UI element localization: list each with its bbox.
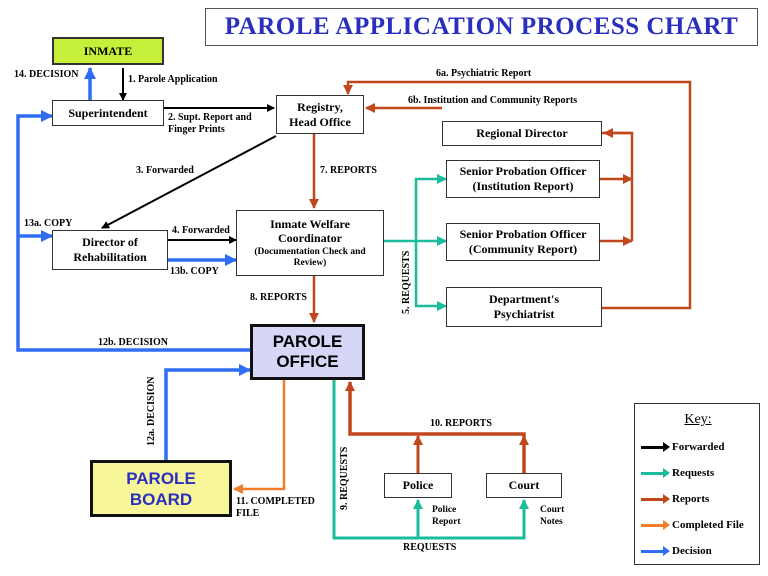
label-13a-copy: 13a. COPY (24, 218, 73, 229)
node-police: Police (384, 473, 452, 498)
label-requests-bottom: REQUESTS (403, 542, 457, 553)
chart-title: PAROLE APPLICATION PROCESS CHART (205, 8, 758, 46)
legend-title: Key: (684, 412, 712, 427)
legend-box: Key: Forwarded Requests Reports Complete… (634, 403, 760, 565)
iwc-title: Inmate Welfare Coordinator (270, 217, 350, 245)
edge-9-requests (332, 380, 529, 540)
label-1-parole-application: 1. Parole Application (128, 74, 218, 85)
label-9-requests: 9. REQUESTS (339, 446, 350, 510)
label-5-requests: 5. REQUESTS (401, 250, 412, 314)
legend-label-decision: Decision (672, 545, 712, 557)
node-parole-office: PAROLE OFFICE (250, 324, 365, 380)
edge-6a-psychiatric-report (343, 80, 692, 310)
node-superintendent: Superintendent (52, 100, 164, 126)
legend-swatch-decision (641, 545, 670, 556)
label-10-reports: 10. REPORTS (430, 418, 492, 429)
node-dept-psychiatrist: Department's Psychiatrist (446, 287, 602, 327)
legend-item-decision: Decision (641, 542, 757, 560)
label-6b-institution-reports: 6b. Institution and Community Reports (408, 95, 578, 106)
legend-swatch-forwarded (641, 441, 670, 452)
node-court: Court (486, 473, 562, 498)
legend-label-reports: Reports (672, 493, 710, 505)
label-14-decision: 14. DECISION (14, 69, 79, 80)
label-2-supt-report: 2. Supt. Report and Finger Prints (168, 112, 252, 135)
label-court-notes: Court Notes (540, 505, 565, 527)
node-regional-director: Regional Director (442, 121, 602, 146)
legend-label-completed-file: Completed File (672, 519, 744, 531)
node-parole-board: PAROLE BOARD (90, 460, 232, 517)
edge-5-requests-low (414, 241, 447, 311)
node-director-rehab: Director of Rehabilitation (52, 230, 168, 270)
label-12b-decision: 12b. DECISION (98, 337, 169, 348)
label-police-report: Police Report (432, 505, 461, 527)
legend-item-completed-file: Completed File (641, 516, 757, 534)
label-6a-psychiatric-report: 6a. Psychiatric Report (436, 68, 532, 79)
label-4-forwarded: 4. Forwarded (172, 225, 230, 236)
node-spo-community: Senior Probation Officer (Community Repo… (446, 223, 600, 261)
legend-item-reports: Reports (641, 490, 757, 508)
legend-item-requests: Requests (641, 464, 757, 482)
label-8-reports: 8. REPORTS (250, 292, 307, 303)
node-inmate-welfare-coordinator: Inmate Welfare Coordinator (Documentatio… (236, 210, 384, 276)
iwc-subtitle: (Documentation Check and Review) (254, 247, 366, 268)
label-3-forwarded: 3. Forwarded (136, 165, 194, 176)
node-inmate: INMATE (52, 37, 164, 65)
label-11-completed-file: 11. COMPLETED FILE (236, 496, 315, 519)
legend-label-forwarded: Forwarded (672, 441, 725, 453)
label-7-reports: 7. REPORTS (320, 165, 377, 176)
label-13b-copy: 13b. COPY (170, 266, 219, 277)
edge-3-forwarded (101, 135, 277, 229)
node-spo-institution: Senior Probation Officer (Institution Re… (446, 160, 600, 198)
legend-swatch-reports (641, 493, 670, 504)
label-12a-decision: 12a. DECISION (146, 376, 157, 446)
node-registry: Registry, Head Office (276, 95, 364, 134)
edge-11-completed-file (233, 380, 286, 494)
legend-swatch-requests (641, 467, 670, 478)
edge-reg-dir-branch (602, 131, 634, 241)
edge-5-requests-trunk (384, 174, 447, 243)
edge-12b-decision (16, 110, 250, 352)
legend-label-requests: Requests (672, 467, 715, 479)
legend-item-forwarded: Forwarded (641, 438, 757, 456)
legend-swatch-completed-file (641, 519, 670, 530)
edge-12a-decision (164, 364, 251, 460)
